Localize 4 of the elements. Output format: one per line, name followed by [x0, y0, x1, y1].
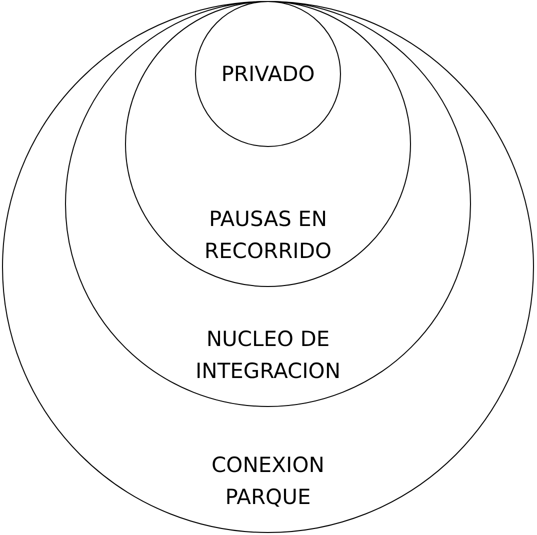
circle-label: NUCLEO DE INTEGRACION [194, 326, 342, 385]
circle-label: PRIVADO [221, 61, 315, 88]
circle-label: CONEXION PARQUE [210, 452, 326, 511]
circle-label: PAUSAS EN RECORRIDO [203, 206, 333, 265]
